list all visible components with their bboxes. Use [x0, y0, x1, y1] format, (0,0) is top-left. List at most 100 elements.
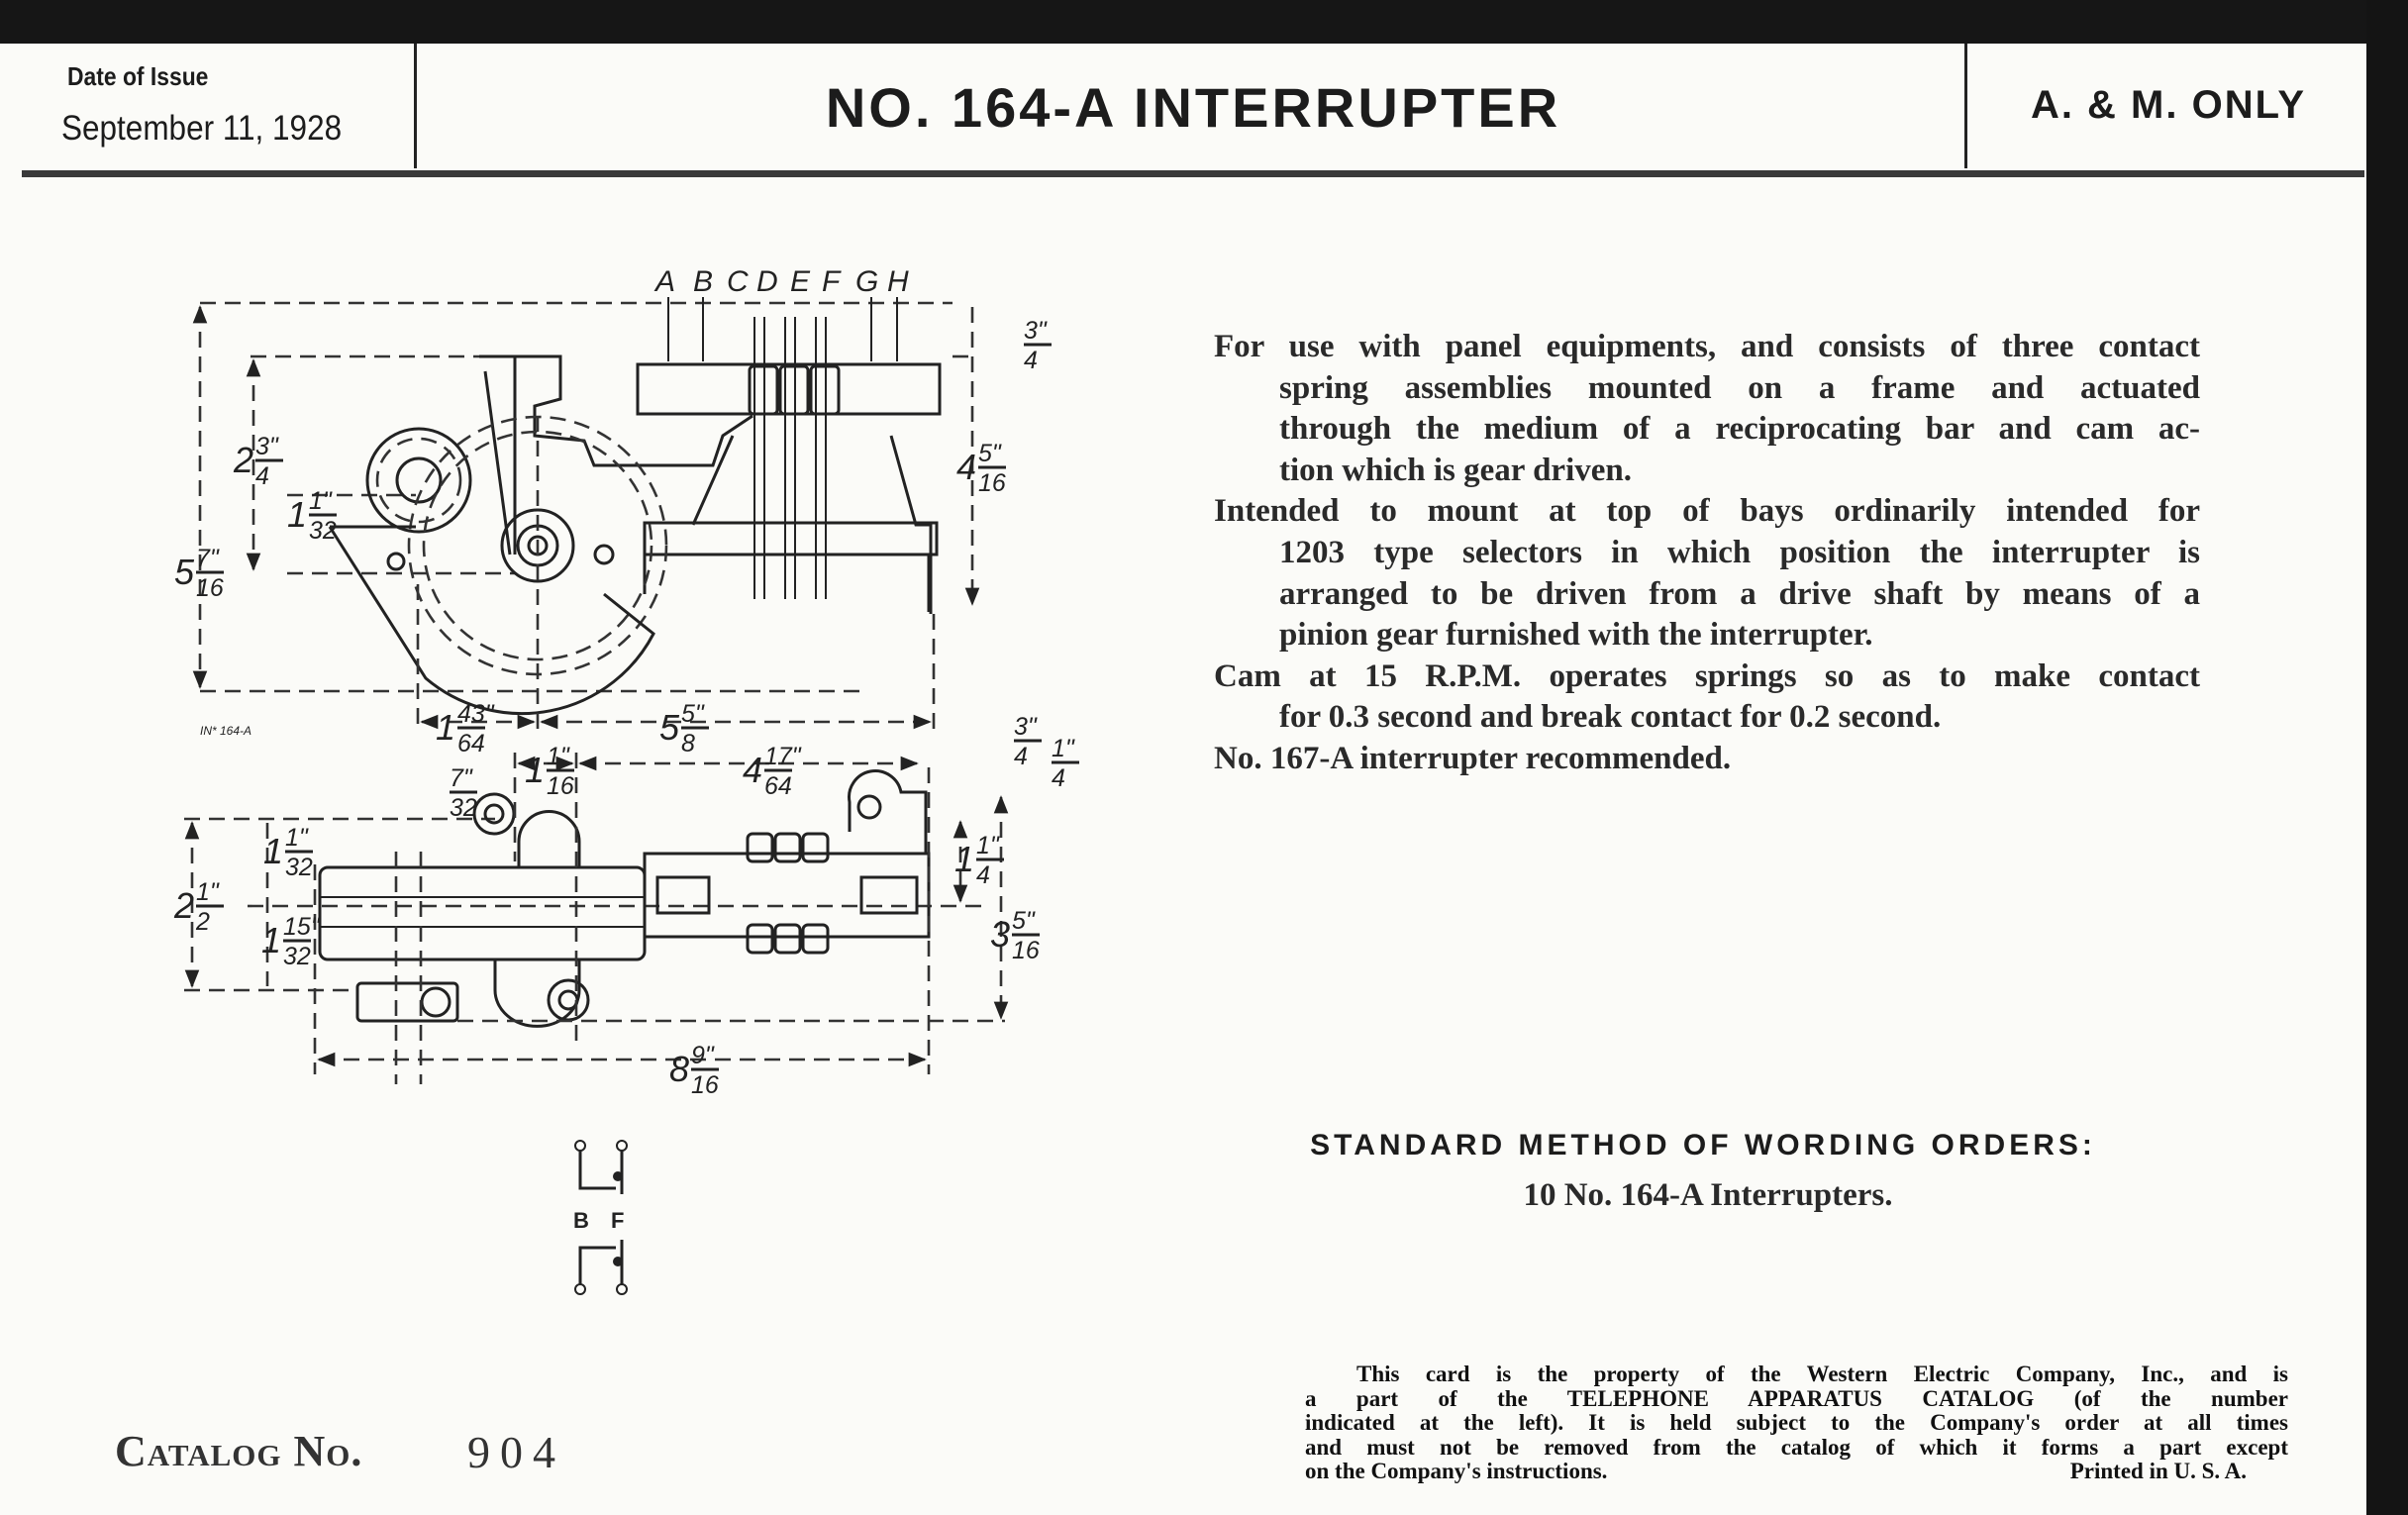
contact-point-icon	[613, 1257, 623, 1266]
reciprocating-bar	[643, 521, 939, 556]
description-line: spring assemblies mounted on a frame and…	[1279, 369, 2200, 406]
spring-letter: C	[727, 265, 749, 298]
description-line: Intended to mount at top of bays ordinar…	[1214, 493, 2200, 530]
circuit-schematic: B F	[573, 1140, 628, 1295]
scope-label: A. & M. ONLY	[2030, 83, 2307, 127]
contact-top	[578, 1151, 624, 1194]
mounting-hole	[856, 794, 882, 820]
plan-view	[184, 753, 1009, 1084]
dimension-numerator: 5"	[1012, 907, 1036, 935]
dimension-whole: 8	[669, 1049, 689, 1089]
dimension-denominator: 32	[283, 943, 311, 970]
ordering-example: 10 No. 164-A Interrupters.	[1523, 1177, 1893, 1213]
terminal-icon	[574, 1140, 586, 1152]
date-of-issue-label: Date of Issue	[67, 61, 209, 91]
dimension-whole: 1	[287, 494, 307, 535]
dimension-numerator: 3"	[1024, 317, 1048, 345]
dimension-denominator: 16	[547, 772, 574, 800]
frame-casting	[479, 354, 753, 467]
dimension-denominator: 4	[1024, 347, 1038, 374]
dimension-whole: 5	[659, 707, 680, 748]
gear-guard	[328, 525, 655, 716]
dimension-numerator: 15"	[283, 913, 321, 941]
mounting-bracket	[848, 769, 928, 854]
spring-housing	[636, 362, 942, 416]
dimension-denominator: 32	[309, 517, 337, 545]
contact-spring	[801, 923, 830, 955]
description-line: for 0.3 second and break contact for 0.2…	[1279, 699, 1942, 736]
printed-in-usa: Printed in U. S. A.	[2069, 1459, 2247, 1483]
terminal-icon	[616, 1283, 628, 1295]
terminal-icon	[574, 1283, 586, 1295]
catalog-label: Catalog No.	[115, 1427, 363, 1475]
dimension-denominator: 4	[1014, 743, 1028, 770]
dimension-numerator: 5"	[978, 440, 1002, 467]
property-notice: This card is the property of the Western…	[1305, 1362, 2288, 1484]
dimension-numerator: 7"	[196, 545, 220, 572]
contact-spring	[773, 832, 802, 863]
ordering-heading: STANDARD METHOD OF WORDING ORDERS:	[1310, 1129, 2096, 1162]
description-line: Cam at 15 R.P.M. operates springs so as …	[1214, 657, 2200, 694]
dimension-label: 3"4	[1024, 317, 1052, 374]
description-line: For use with panel equipments, and consi…	[1214, 329, 2200, 364]
page-title: NO. 164-A INTERRUPTER	[825, 76, 1561, 139]
mounting-hole	[483, 803, 505, 825]
gear-housing	[318, 865, 647, 961]
description-line: pinion gear furnished with the interrupt…	[1279, 617, 1873, 654]
contact-spring	[746, 923, 774, 955]
terminal-icon	[616, 1140, 628, 1152]
notice-line: on the Company's instructions. Printed i…	[1305, 1459, 2288, 1484]
catalog-number: 904	[467, 1427, 565, 1477]
screw	[593, 544, 615, 565]
description-line: 1203 type selectors in which position th…	[1279, 534, 2200, 570]
dimension-numerator: 1"	[309, 487, 333, 515]
dimension-numerator: 1"	[196, 878, 220, 906]
dimension-whole: 1	[263, 831, 283, 871]
notice-line: a part of the TELEPHONE APPARATUS CATALO…	[1305, 1385, 2288, 1411]
description-line: tion which is gear driven.	[1279, 452, 1632, 488]
dimension-whole: 3	[990, 914, 1010, 955]
dimension-denominator: 8	[681, 730, 695, 758]
dimension-whole: 5	[174, 552, 195, 592]
dimension-numerator: 1"	[1052, 735, 1075, 762]
dimension-denominator: 4	[1052, 764, 1065, 792]
contact-spring	[801, 832, 830, 863]
dimension-whole: 2	[233, 440, 253, 480]
dimension-denominator: 16	[1012, 937, 1040, 964]
notice-line: and must not be removed from the catalog…	[1305, 1434, 2288, 1460]
dimension-numerator: 17"	[764, 743, 802, 770]
spring-letter: E	[790, 265, 811, 298]
dimension-denominator: 64	[764, 772, 792, 800]
drive-clamp	[355, 981, 459, 1023]
contact-spring	[746, 832, 774, 863]
dimension-numerator: 1"	[285, 824, 309, 852]
dimension-denominator: 2	[195, 908, 210, 936]
dimension-whole: 1	[261, 920, 281, 960]
circuit-label-b: B	[573, 1208, 589, 1233]
contact-spring	[773, 923, 802, 955]
mounting-ear	[472, 792, 516, 836]
dimension-denominator: 16	[691, 1071, 719, 1099]
spring-letter: D	[756, 265, 778, 298]
date-of-issue-value: September 11, 1928	[61, 109, 343, 148]
dimension-numerator: 7"	[450, 764, 473, 792]
spring-letter: B	[693, 265, 713, 298]
clamp-hole	[420, 986, 452, 1018]
dimension-numerator: 1"	[547, 743, 570, 770]
frame-arm	[483, 356, 517, 556]
spring-letter: A	[653, 265, 675, 298]
clip	[517, 810, 581, 867]
description-line: No. 167-A interrupter recommended.	[1214, 740, 1732, 776]
dimension-label: 3"4	[1014, 713, 1042, 770]
notice-line: indicated at the left). It is held subje…	[1305, 1410, 2288, 1435]
